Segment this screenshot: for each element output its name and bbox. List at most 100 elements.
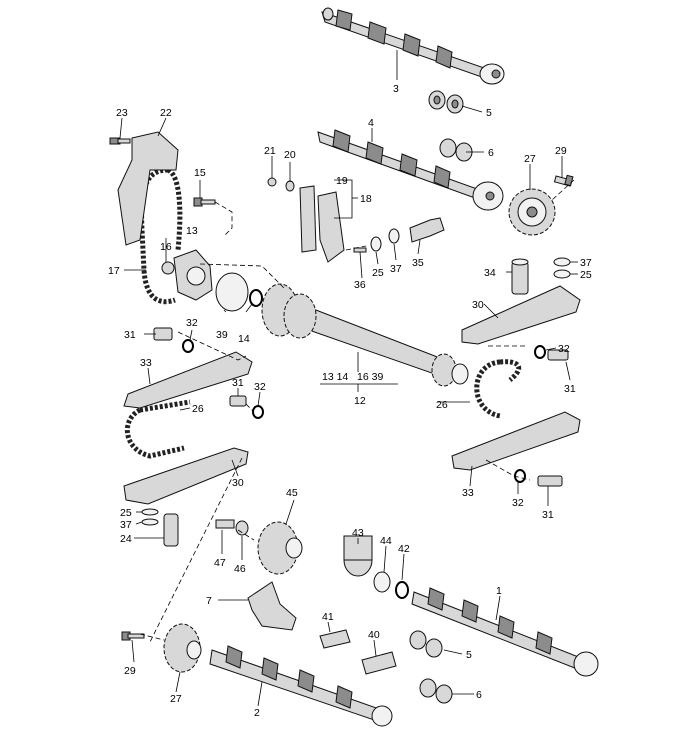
callout-26-left: 26 — [192, 403, 204, 415]
guide-rail-30-left — [123, 447, 249, 505]
callout-35: 35 — [412, 257, 424, 269]
callout-32-right-upper: 32 — [558, 343, 570, 355]
callout-31-right-lower: 31 — [542, 509, 554, 521]
sprocket-27-top — [508, 188, 556, 236]
callout-26-right: 26 — [436, 399, 448, 411]
tensioner-34 — [511, 258, 529, 295]
callout-45: 45 — [286, 487, 298, 499]
callout-37-right: 37 — [580, 257, 592, 269]
guide-rail-30-right — [461, 285, 581, 345]
callout-6-top: 6 — [488, 147, 494, 159]
callout-labels: 3 5 4 6 27 29 23 22 21 20 19 18 15 13 16… — [108, 83, 592, 719]
bracket-7 — [247, 581, 297, 631]
callout-5-bottom: 5 — [466, 649, 472, 661]
callout-17: 17 — [108, 265, 120, 277]
chain-26-left — [124, 399, 191, 459]
callout-4: 4 — [368, 117, 374, 129]
callout-39: 39 — [216, 329, 228, 341]
callout-34: 34 — [484, 267, 496, 279]
callout-33-right: 33 — [462, 487, 474, 499]
callout-18: 18 — [360, 193, 372, 205]
callout-31-left-upper: 31 — [124, 329, 136, 341]
guide-rail-33-left — [123, 351, 253, 409]
callout-15: 15 — [194, 167, 206, 179]
callout-44: 44 — [380, 535, 392, 547]
callout-32-left-upper: 32 — [186, 317, 198, 329]
callout-25-mid: 25 — [372, 267, 384, 279]
callout-37-left: 37 — [120, 519, 132, 531]
callout-31-right-upper: 31 — [564, 383, 576, 395]
callout-5-top: 5 — [486, 107, 492, 119]
bucket-set-5-bottom — [409, 630, 443, 658]
callout-32-right-lower: 32 — [512, 497, 524, 509]
valve-40 — [361, 651, 397, 675]
callout-20: 20 — [284, 149, 296, 161]
seal-39 — [215, 272, 249, 312]
small-parts-35-37 — [353, 217, 445, 253]
callout-29-bottom: 29 — [124, 665, 136, 677]
callout-12: 12 — [354, 395, 366, 407]
assembly-lines — [139, 179, 575, 643]
callout-25-left: 25 — [120, 507, 132, 519]
callout-27-top: 27 — [524, 153, 536, 165]
guide-rail-33-right — [451, 411, 581, 471]
bucket-set-5-top — [428, 90, 464, 114]
bolt-46-47 — [215, 519, 249, 536]
sprocket-27-bottom — [163, 623, 202, 673]
leader-lines — [119, 50, 578, 707]
callout-30-right: 30 — [472, 299, 484, 311]
callout-14: 14 — [238, 333, 250, 345]
callout-12-group: 13 14 16 39 — [322, 371, 383, 383]
callout-22: 22 — [160, 107, 172, 119]
bolt-31-32-right-lower — [514, 469, 563, 487]
callout-19: 19 — [336, 175, 348, 187]
bolt-31-32-left-lower — [229, 395, 264, 419]
intermediate-shaft-12 — [261, 283, 469, 387]
callout-23: 23 — [116, 107, 128, 119]
camshaft-4 — [317, 129, 504, 211]
callout-13: 13 — [186, 225, 198, 237]
callout-29-top: 29 — [555, 145, 567, 157]
bolt-31-32-left-upper — [153, 327, 194, 353]
o-ring-14 — [249, 289, 263, 307]
valve-41 — [319, 629, 351, 649]
bucket-set-6-top — [439, 138, 473, 162]
callout-37-mid: 37 — [390, 263, 402, 275]
callout-32-left-lower: 32 — [254, 381, 266, 393]
callout-47: 47 — [214, 557, 226, 569]
callout-6-bottom: 6 — [476, 689, 482, 701]
callout-30-left: 30 — [232, 477, 244, 489]
washers-37-25-right — [553, 257, 571, 279]
parts-42-44 — [343, 535, 409, 599]
callout-25-right: 25 — [580, 269, 592, 281]
bolt-31-32-right-upper — [534, 345, 569, 361]
callout-3: 3 — [393, 83, 399, 95]
bucket-set-6-bottom — [419, 678, 453, 704]
camshaft-2 — [209, 645, 393, 727]
callout-21: 21 — [264, 145, 276, 157]
callout-2: 2 — [254, 707, 260, 719]
chain-17 — [139, 167, 183, 305]
guide-rail-22 — [117, 131, 179, 246]
callout-24: 24 — [120, 533, 132, 545]
bolt-29-bottom — [121, 631, 145, 641]
callout-16: 16 — [160, 241, 172, 253]
cam-adjuster-18 — [299, 185, 345, 263]
sprocket-45 — [257, 521, 303, 575]
chain-housing-13 — [161, 249, 213, 301]
callout-40: 40 — [368, 629, 380, 641]
bolt-29-top — [553, 174, 574, 187]
callout-36: 36 — [354, 279, 366, 291]
camshaft-3 — [321, 7, 505, 85]
callout-46: 46 — [234, 563, 246, 575]
callout-31-left-lower: 31 — [232, 377, 244, 389]
callout-33-left: 33 — [140, 357, 152, 369]
callout-42: 42 — [398, 543, 410, 555]
callout-27-bottom: 27 — [170, 693, 182, 705]
callout-43: 43 — [352, 527, 364, 539]
chain-26-right — [474, 359, 522, 419]
bolt-15 — [193, 197, 216, 207]
camshaft-1 — [411, 587, 599, 677]
